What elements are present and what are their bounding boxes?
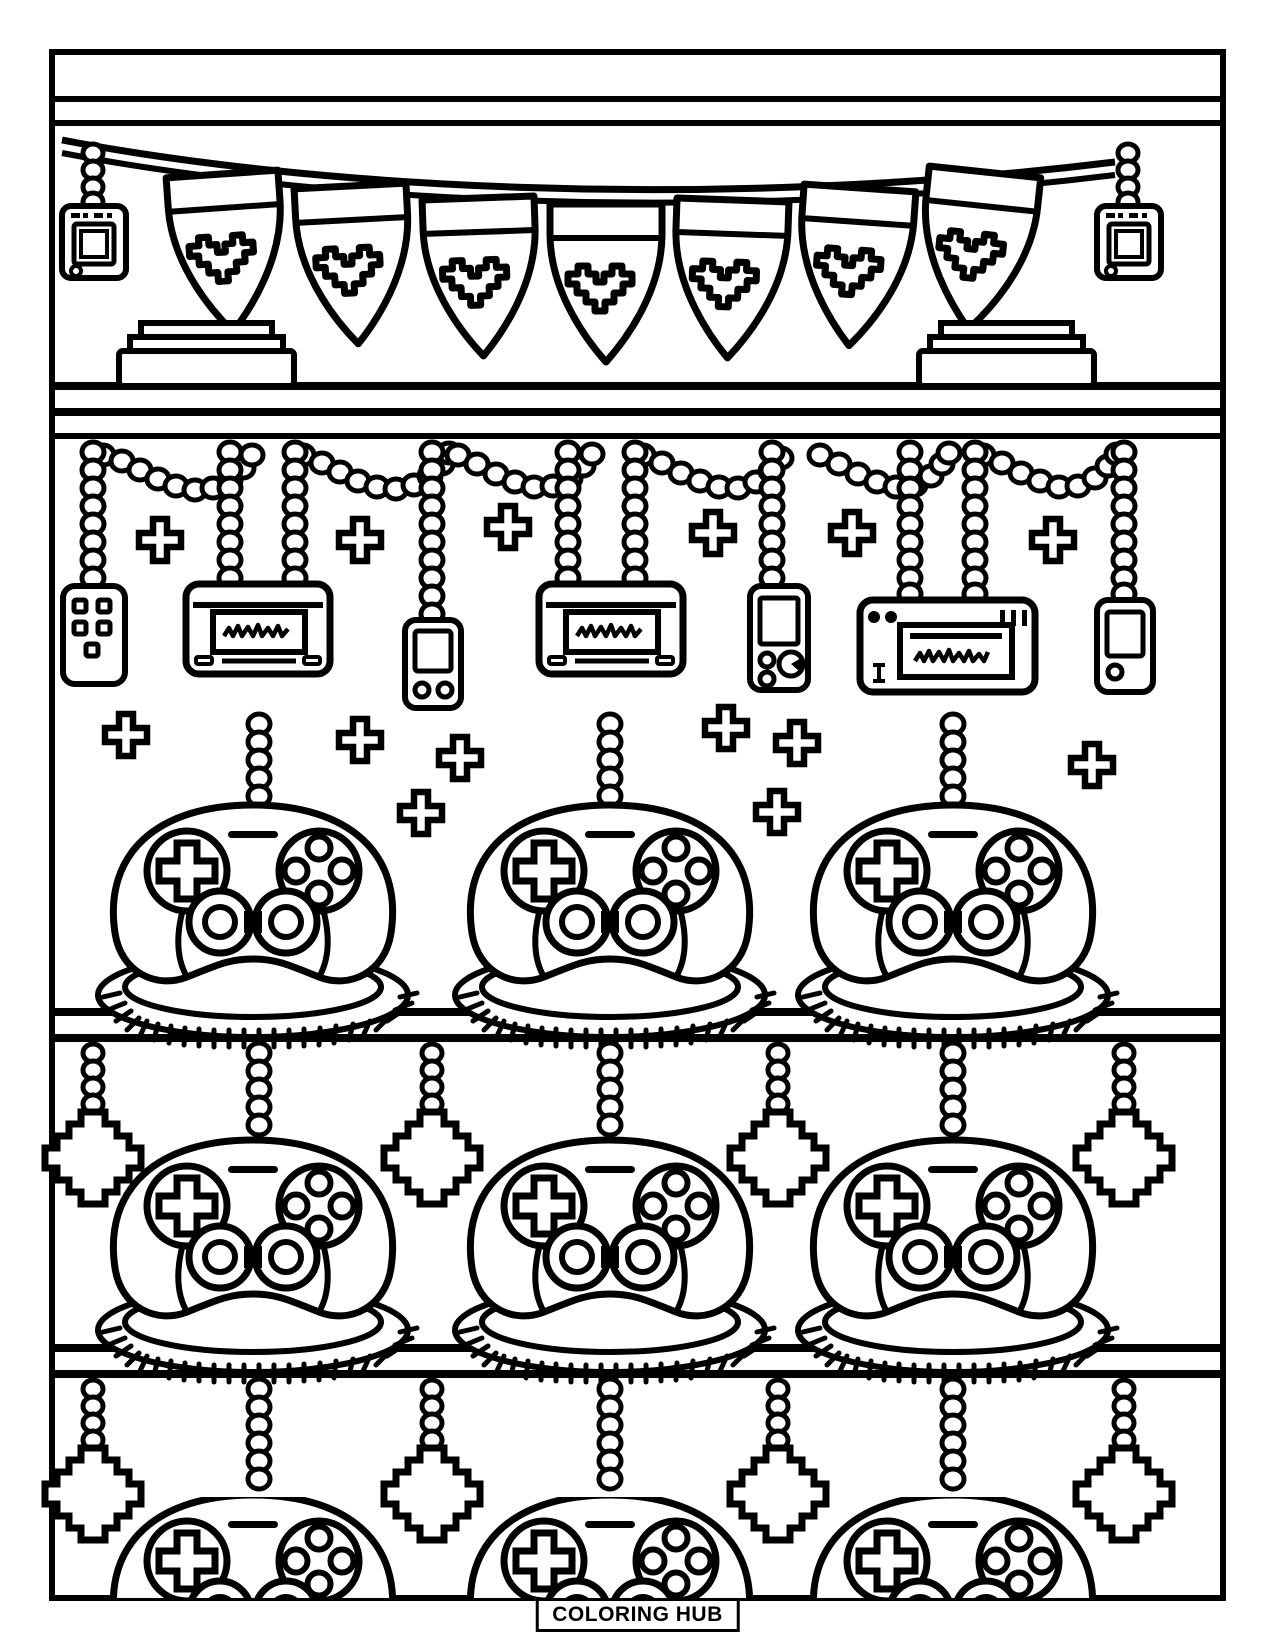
watermark: COLORING HUB	[535, 1598, 740, 1632]
handheld-wide-screen-1	[182, 580, 334, 678]
game-controller	[455, 805, 774, 1047]
handheld-tall-console	[747, 583, 811, 693]
pennant-flag	[546, 200, 666, 366]
game-controller	[798, 805, 1117, 1047]
handheld-wide-screen-2	[535, 580, 687, 678]
pennant-flag	[290, 179, 412, 348]
handheld-small-screen	[402, 617, 464, 711]
handheld-slim-right	[1094, 597, 1156, 695]
pennant-flag	[798, 180, 920, 350]
bead-chains-controllers-row1	[245, 711, 967, 809]
pedestal-right	[916, 320, 1097, 389]
handheld-laptop	[856, 596, 1039, 696]
game-controller	[798, 1140, 1117, 1382]
bead-chains-shelf3	[80, 1040, 1137, 1138]
handheld-remote	[60, 583, 128, 687]
bunting-group	[61, 136, 1116, 366]
game-controller	[455, 1140, 774, 1382]
pedestal-left	[116, 320, 297, 389]
game-controller	[98, 805, 417, 1047]
bead-chains-shelf2	[79, 439, 1138, 627]
pennant-flag	[418, 192, 539, 360]
bead-chains-shelf4	[80, 1376, 1137, 1492]
pennant-flag	[672, 194, 793, 362]
bunting-handheld-right	[1094, 141, 1164, 281]
game-controller	[98, 1140, 417, 1382]
bunting-handheld-left	[59, 141, 129, 281]
